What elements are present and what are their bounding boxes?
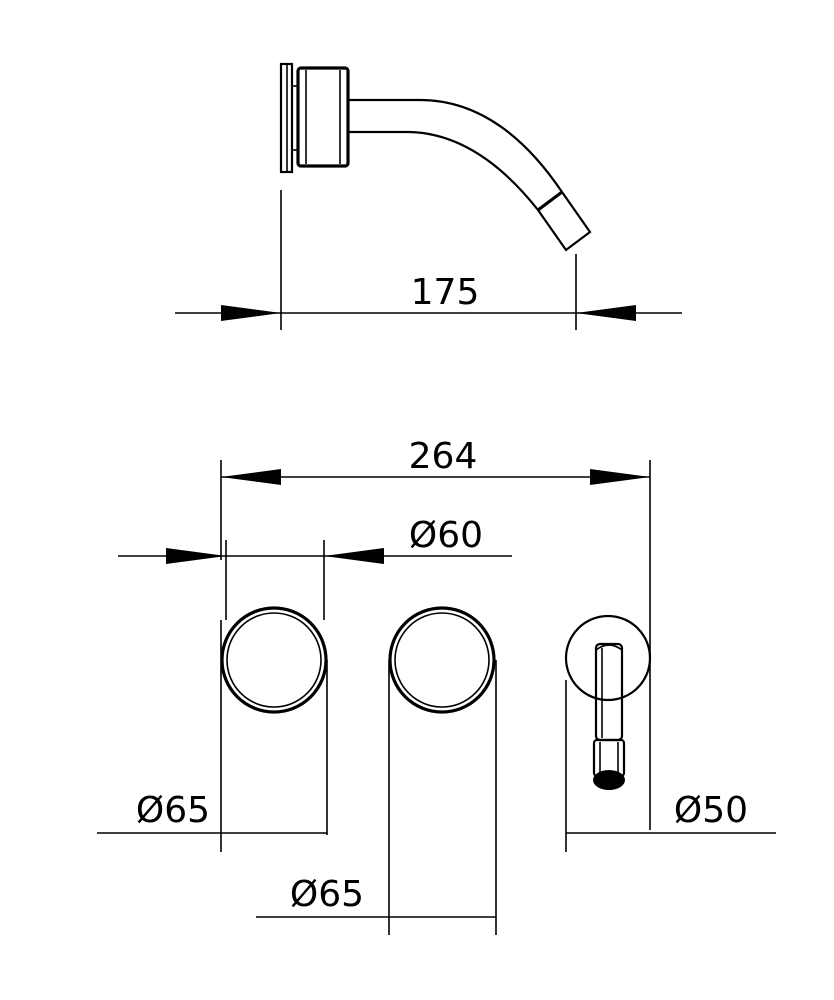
middle-handle-inner (394, 612, 490, 708)
dim-label-65-middle: Ø65 (290, 874, 364, 915)
arrow-175-left (221, 305, 281, 321)
arrow-60-left (166, 548, 226, 564)
arrow-60-right (324, 548, 384, 564)
spout-aerator (593, 770, 625, 790)
arrow-264-left (221, 469, 281, 485)
side-spout-end (537, 191, 592, 252)
side-spout-bottom-edge (348, 130, 539, 211)
spout-plate (564, 614, 652, 702)
front-view: 264 Ø60 Ø65 Ø65 Ø (97, 436, 776, 935)
arrow-175-right (576, 305, 636, 321)
middle-handle-outer (388, 606, 496, 714)
spout-body (594, 642, 624, 742)
side-collar (296, 66, 350, 168)
side-spout-top-edge (348, 98, 563, 193)
dim-label-60: Ø60 (409, 515, 483, 556)
dim-label-65-left: Ø65 (136, 790, 210, 831)
left-handle-outer (220, 606, 328, 714)
dim-label-264: 264 (409, 436, 478, 477)
arrow-264-right (590, 469, 650, 485)
side-view: 175 (175, 62, 682, 330)
dim-label-50: Ø50 (674, 790, 748, 831)
dim-label-175: 175 (411, 272, 480, 313)
left-handle-inner (226, 612, 322, 708)
